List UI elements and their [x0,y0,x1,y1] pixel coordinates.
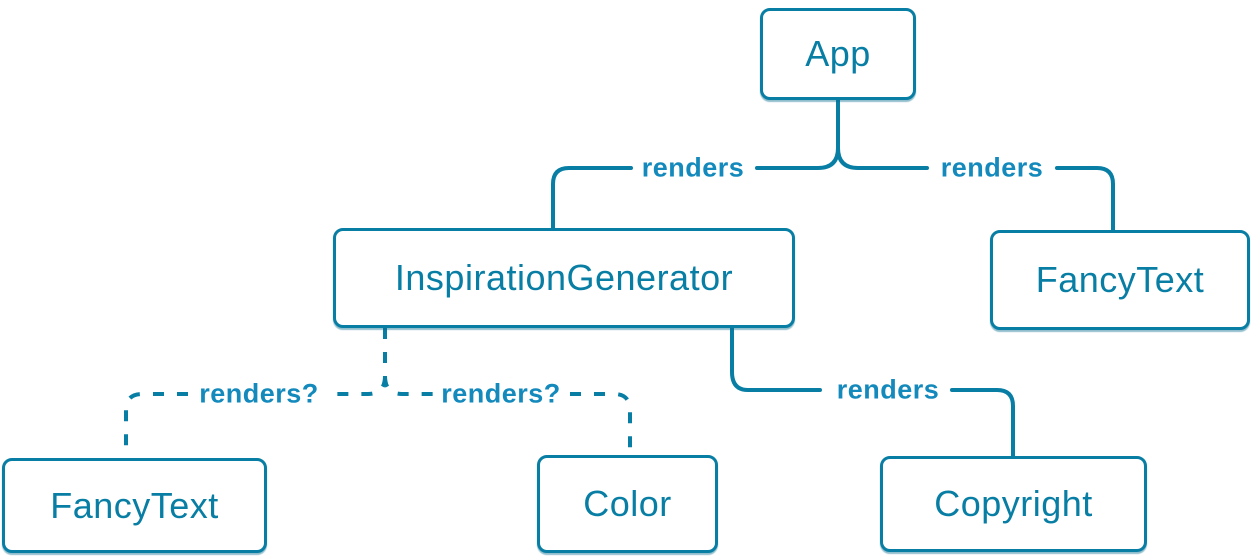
edge-label-inspirationgenerator-copyright: renders [836,374,940,405]
node-color-label: Color [583,483,672,524]
edge-label-app-fancytext: renders [940,152,1044,183]
edge-inspirationgenerator-color-line [383,375,632,455]
node-inspiration-generator-label: InspirationGenerator [394,257,734,298]
node-fancy-text-bottom-label: FancyText [50,484,219,526]
node-copyright: Copyright [880,456,1147,552]
node-fancy-text-top: FancyText [990,230,1250,330]
node-inspiration-generator: InspirationGenerator [333,228,795,328]
edge-label-inspirationgenerator-fancytext: renders? [199,378,319,409]
node-app: App [760,8,916,100]
node-fancy-text-top-label: FancyText [1035,259,1205,300]
node-fancy-text-bottom: FancyText [2,458,267,553]
edge-label-app-inspirationgenerator: renders [641,152,745,183]
node-copyright-label: Copyright [934,483,1093,524]
edge-inspirationgenerator-copyright-line [730,326,1015,458]
node-color: Color [537,455,718,553]
node-app-label: App [805,33,871,74]
edge-label-inspirationgenerator-color: renders? [441,378,561,409]
edge-app-fancytext-line [836,146,1115,232]
